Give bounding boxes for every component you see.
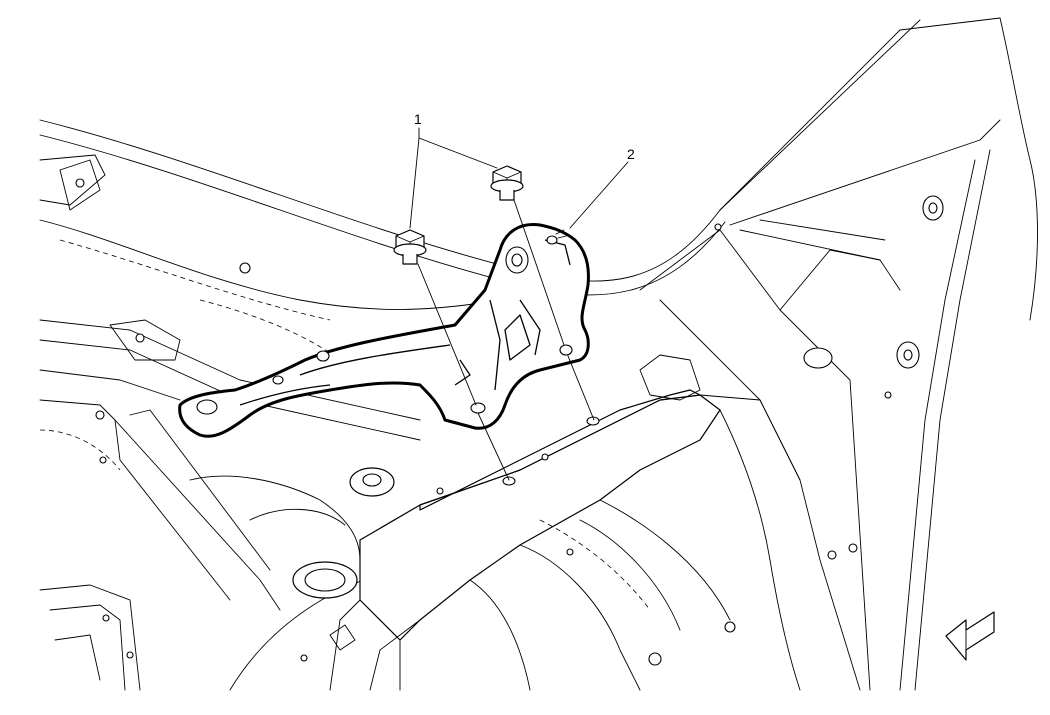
bolt-right	[490, 165, 524, 201]
hollow-left-arrow-icon	[945, 611, 995, 661]
left-frame-structure	[39, 19, 921, 691]
callout-2-label: 2	[627, 146, 635, 162]
callout-1-label: 1	[414, 111, 422, 127]
bracket-part-2	[178, 222, 590, 438]
installation-lines	[417, 199, 595, 481]
bolt-left	[393, 229, 427, 265]
shock-tower-apron	[300, 354, 861, 691]
callout-leaders	[409, 127, 629, 229]
right-body-panel	[639, 17, 1038, 691]
